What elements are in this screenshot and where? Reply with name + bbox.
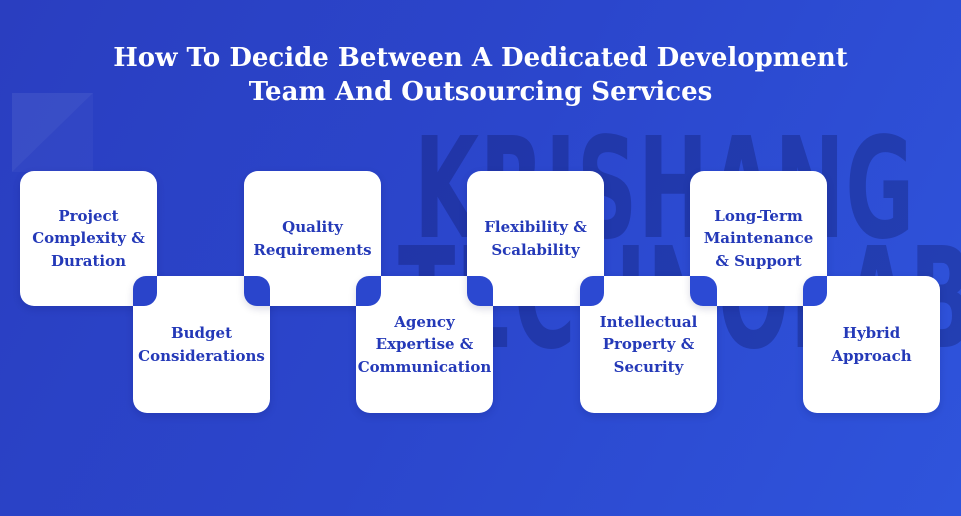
card-hybrid-approach: Hybrid Approach: [803, 276, 940, 413]
connector-notch: [133, 276, 157, 306]
connector-notch: [356, 276, 381, 306]
page-title: How To Decide Between A Dedicated Develo…: [0, 41, 961, 109]
connector-notch: [690, 276, 717, 306]
card-label: Long-Term Maintenance & Support: [703, 206, 814, 270]
card-label: Agency Expertise & Communication: [357, 312, 492, 376]
card-quality-requirements: Quality Requirements: [244, 171, 381, 306]
card-budget-considerations: Budget Considerations: [133, 276, 270, 413]
title-line-2: Team And Outsourcing Services: [248, 77, 713, 107]
connector-notch: [467, 276, 493, 306]
connector-notch: [244, 276, 270, 306]
connector-notch: [803, 276, 827, 306]
card-label: Hybrid Approach: [831, 324, 912, 365]
connector-notch: [580, 276, 604, 306]
card-label: Flexibility & Scalability: [484, 218, 587, 259]
title-line-1: How To Decide Between A Dedicated Develo…: [113, 43, 848, 73]
card-label: Project Complexity & Duration: [32, 206, 145, 270]
card-label: Quality Requirements: [253, 218, 372, 259]
card-label: Intellectual Property & Security: [599, 312, 698, 376]
card-label: Budget Considerations: [138, 324, 265, 365]
